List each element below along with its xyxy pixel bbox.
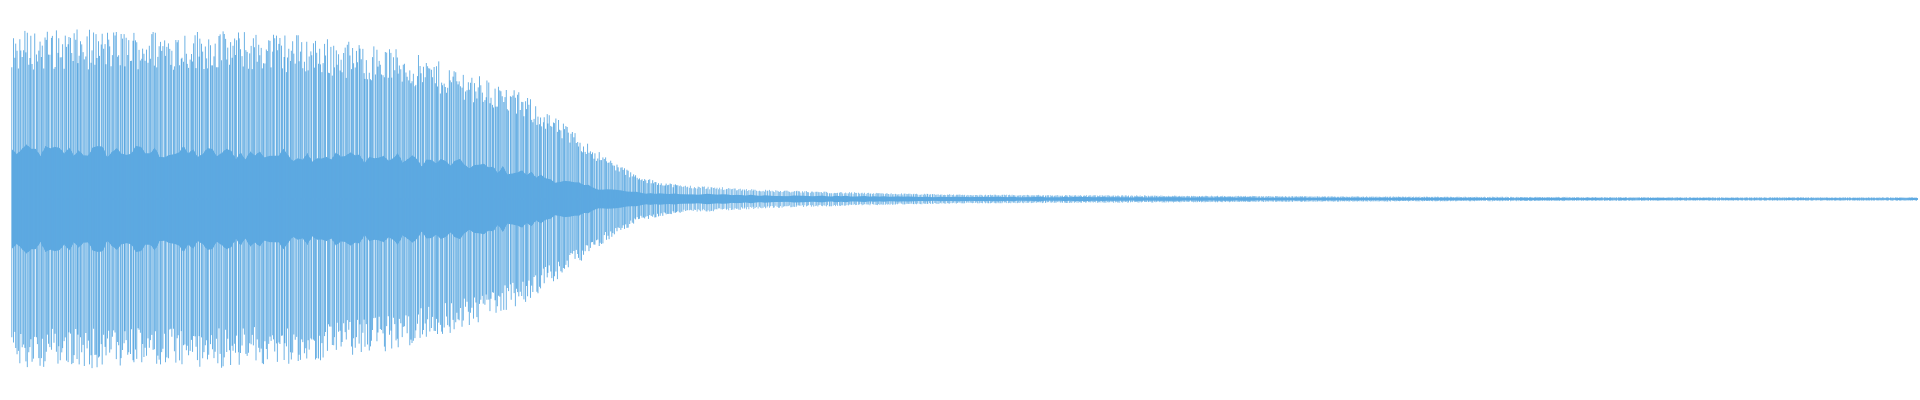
waveform-spikes: [11, 29, 1918, 369]
